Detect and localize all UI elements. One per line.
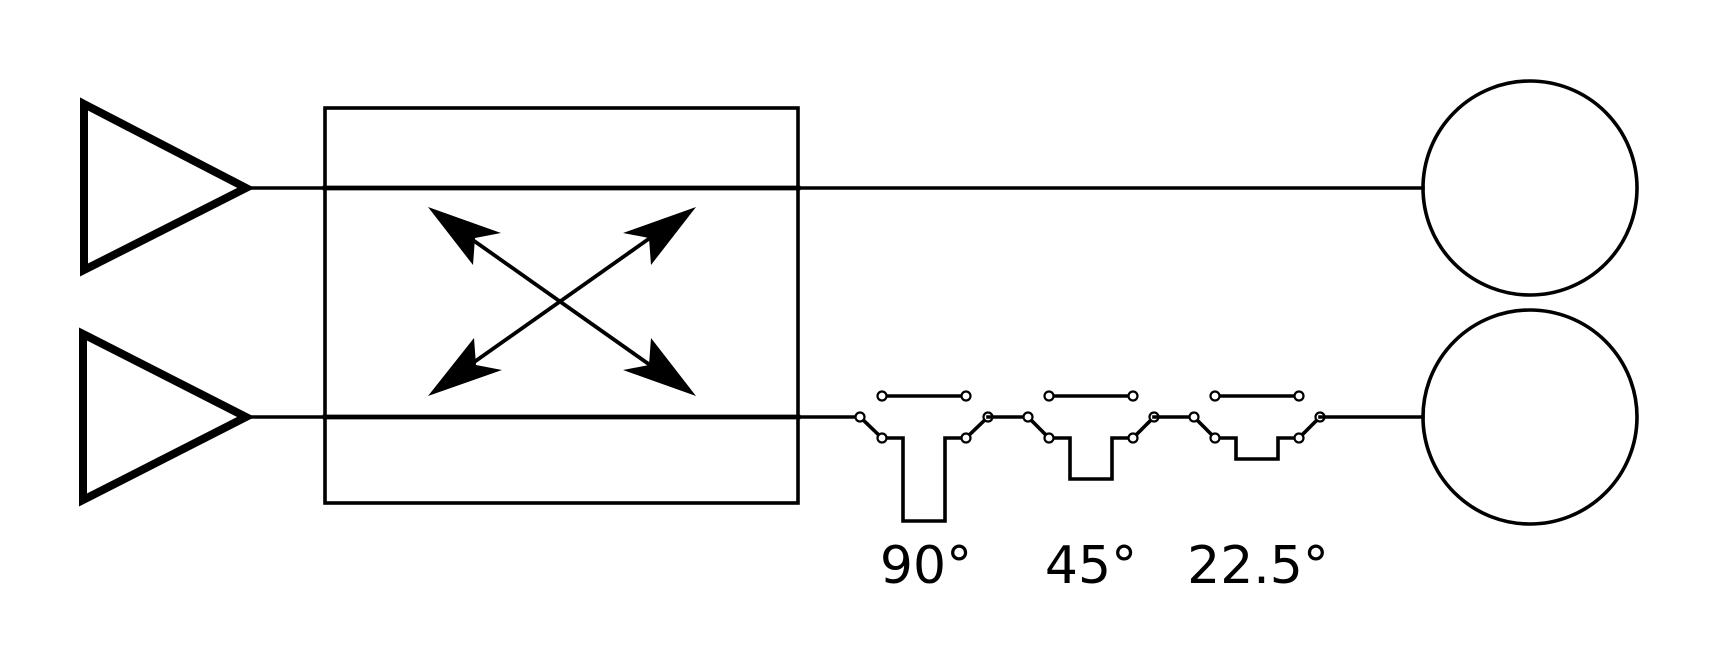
phase-shifter-22-5 [1188,390,1326,461]
switch-node [1293,432,1305,444]
switch-node [960,432,972,444]
switch-node [1209,390,1221,402]
switch-node [1188,411,1200,423]
output-circle-bottom [1421,308,1639,526]
switch-node [876,432,888,444]
phase-label-90: 90° [880,536,972,596]
arrow-head-down-left [428,338,502,396]
input-triangle-top [80,97,255,277]
input-triangle-bottom [79,327,255,507]
switch-node [960,390,972,402]
arrow-head-up-left [428,207,501,265]
switch-node [1043,432,1055,444]
switch-node [1043,390,1055,402]
switch-node [1022,411,1034,423]
switch-node [1127,432,1139,444]
arrow-head-down-right [623,338,696,396]
output-circle-top [1421,79,1639,297]
arrow-head-up-right [623,207,696,265]
phase-shifter-45 [1022,390,1160,481]
switch-node [854,411,866,423]
coupler-box [323,106,800,505]
phase-shifter-90 [854,390,994,523]
switch-node [876,390,888,402]
cross-coupling-arrows [428,207,696,396]
phase-label-22-5: 22.5° [1187,536,1329,596]
switch-node [1127,390,1139,402]
phase-label-45: 45° [1045,536,1137,596]
switch-node [1209,432,1221,444]
switch-node [1293,390,1305,402]
